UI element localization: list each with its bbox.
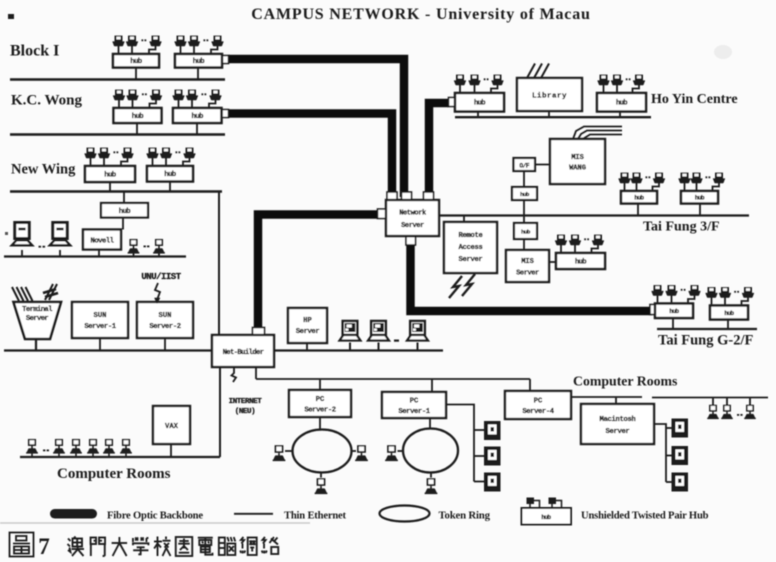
svg-text:hub: hub [616, 100, 627, 108]
svg-text:CAMPUS NETWORK - University of: CAMPUS NETWORK - University of Macau [251, 6, 590, 23]
svg-text:hub: hub [634, 195, 644, 202]
svg-text:Server-1: Server-1 [398, 408, 430, 416]
svg-text:VAX: VAX [165, 423, 179, 431]
svg-text:PC: PC [410, 398, 419, 406]
svg-text:MIS: MIS [571, 154, 584, 162]
svg-text:Server: Server [401, 222, 424, 230]
svg-text:hub: hub [575, 258, 586, 266]
svg-text:PC: PC [534, 398, 543, 406]
svg-text:hub: hub [520, 191, 530, 198]
svg-text:INTERNET: INTERNET [229, 398, 263, 406]
svg-text:Fibre Optic Backbone: Fibre Optic Backbone [107, 511, 203, 522]
svg-text:Server: Server [26, 315, 49, 323]
svg-text:Server-4: Server-4 [522, 408, 554, 416]
svg-text:Tai Fung G-2/F: Tai Fung G-2/F [658, 333, 753, 349]
svg-text:hub: hub [724, 310, 734, 317]
svg-text:Terminal: Terminal [22, 306, 53, 314]
svg-text:Thin Ethernet: Thin Ethernet [284, 511, 347, 522]
svg-text:Block I: Block I [10, 43, 59, 60]
svg-text:hub: hub [193, 58, 205, 66]
svg-text:UNU/IIST: UNU/IIST [141, 272, 181, 282]
svg-text:hub: hub [192, 113, 204, 121]
svg-text:Server-2: Server-2 [304, 407, 335, 415]
svg-text:Remote: Remote [458, 232, 482, 240]
svg-text:Token Ring: Token Ring [439, 510, 491, 522]
svg-text:MIS: MIS [521, 258, 534, 266]
svg-text:hub: hub [669, 308, 679, 315]
svg-text:Computer Rooms: Computer Rooms [57, 466, 171, 482]
svg-text:7: 7 [38, 534, 50, 559]
svg-text:PC: PC [316, 396, 325, 404]
svg-text:hub: hub [132, 113, 144, 121]
svg-text:WANG: WANG [569, 165, 586, 173]
svg-text:Library: Library [532, 93, 567, 101]
svg-text:hub: hub [541, 514, 551, 521]
svg-text:hub: hub [474, 100, 485, 108]
svg-text:hub: hub [695, 195, 705, 202]
svg-text:HP: HP [303, 317, 312, 325]
svg-text:O/F: O/F [519, 162, 529, 169]
svg-text:Server: Server [605, 428, 629, 436]
svg-text:hub: hub [164, 171, 176, 179]
svg-text:New Wing: New Wing [11, 162, 76, 178]
svg-text:Server-2: Server-2 [149, 323, 180, 331]
svg-text:(NEU): (NEU) [235, 408, 256, 416]
svg-text:Computer Rooms: Computer Rooms [573, 374, 678, 389]
svg-text:hub: hub [130, 58, 142, 66]
svg-text:hub: hub [521, 229, 531, 236]
svg-text:SUN: SUN [159, 312, 172, 320]
svg-text:Novell: Novell [91, 238, 115, 246]
svg-text:Access: Access [458, 244, 482, 252]
svg-text:Unshielded Twisted Pair Hub: Unshielded Twisted Pair Hub [581, 511, 709, 522]
svg-text:SUN: SUN [94, 312, 107, 320]
svg-text:Server-1: Server-1 [84, 323, 116, 331]
svg-text:Server: Server [296, 328, 320, 336]
svg-text:Server: Server [458, 256, 482, 264]
svg-text:Tai Fung 3/F: Tai Fung 3/F [643, 220, 720, 235]
svg-text:Net-Builder: Net-Builder [223, 349, 264, 357]
svg-text:Network: Network [399, 210, 426, 218]
svg-text:Macintosh: Macintosh [599, 416, 635, 424]
svg-text:K.C. Wong: K.C. Wong [11, 93, 82, 109]
svg-text:hub: hub [119, 208, 131, 216]
svg-text:hub: hub [104, 171, 116, 179]
svg-text:Server: Server [516, 270, 539, 278]
svg-text:Ho Yin Centre: Ho Yin Centre [651, 92, 738, 107]
